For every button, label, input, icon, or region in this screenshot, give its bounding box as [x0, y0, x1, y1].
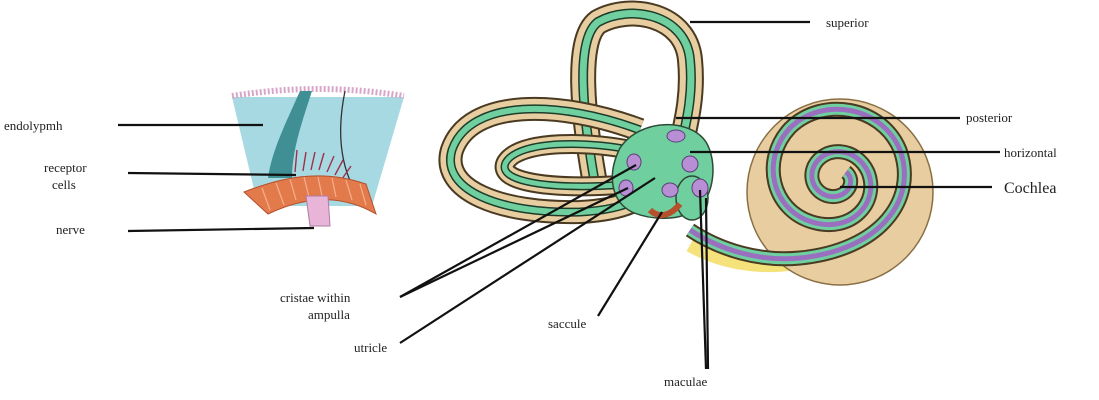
crista-spot [667, 130, 685, 142]
nerve-fiber [306, 196, 330, 226]
label-ampulla: ampulla [308, 307, 350, 322]
label-superior: superior [826, 15, 869, 30]
macula-spot [662, 183, 678, 197]
label-utricle: utricle [354, 340, 387, 355]
labyrinth-illustration [450, 14, 933, 285]
label-posterior: posterior [966, 110, 1013, 125]
label-horizontal: horizontal [1004, 145, 1057, 160]
label-maculae: maculae [664, 374, 708, 389]
label-nerve: nerve [56, 222, 85, 237]
crista-ampullaris-illustration [232, 89, 404, 226]
label-cells: cells [52, 177, 76, 192]
ampulla-membrane [232, 89, 404, 96]
label-saccule: saccule [548, 316, 586, 331]
label-cristae: cristae within [280, 290, 351, 305]
cochlea [690, 99, 933, 285]
label-cochlea: Cochlea [1004, 180, 1056, 197]
label-receptor: receptor [44, 160, 87, 175]
label-endolymph: endolypmh [4, 118, 63, 133]
crista-spot [682, 156, 698, 172]
